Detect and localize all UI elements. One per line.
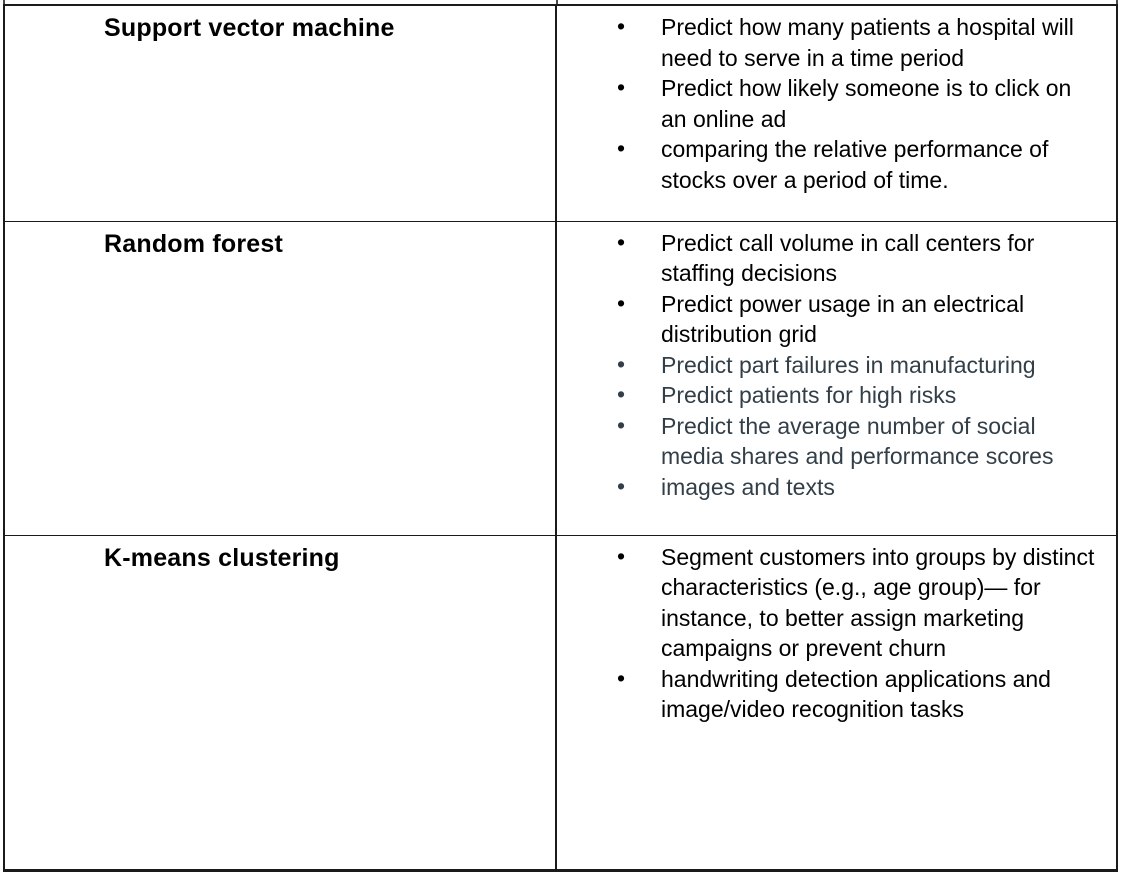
use-case-item: • images and texts <box>557 472 1116 503</box>
bullet-icon: • <box>616 13 626 39</box>
table-body: Support vector machine • Predict how man… <box>4 5 1117 870</box>
bullet-icon: • <box>616 228 626 255</box>
use-cases-cell: • Predict how many patients a hospital w… <box>554 5 1117 221</box>
table-row: Random forest • Predict call volume in c… <box>4 220 1117 535</box>
bullet-icon: • <box>616 411 626 438</box>
use-case-item: • Predict patients for high risks <box>557 380 1116 411</box>
use-case-text: Predict call volume in call centers for … <box>660 229 1035 287</box>
use-case-list: • Predict how many patients a hospital w… <box>557 12 1116 195</box>
use-case-item: • Predict power usage in an electrical d… <box>557 289 1116 350</box>
algorithm-cell: K-means clustering <box>4 534 556 870</box>
use-case-text: Predict how likely someone is to click o… <box>660 75 1072 132</box>
bullet-icon: • <box>616 350 626 377</box>
bullet-icon: • <box>616 135 626 161</box>
bullet-icon: • <box>616 289 626 316</box>
use-case-text: Predict power usage in an electrical dis… <box>660 290 1025 348</box>
use-case-text: Predict patients for high risks <box>660 382 957 408</box>
algorithm-name: Support vector machine <box>104 14 395 42</box>
algorithm-name: K-means clustering <box>104 543 340 572</box>
bullet-icon: • <box>616 74 626 100</box>
use-case-item: • Predict the average number of social m… <box>557 411 1116 472</box>
bullet-icon: • <box>616 381 626 407</box>
use-case-item: • comparing the relative performance of … <box>557 134 1116 195</box>
use-case-text: handwriting detection applications and i… <box>660 665 1051 723</box>
use-case-text: Predict how many patients a hospital wil… <box>660 14 1074 71</box>
use-case-list: • Predict call volume in call centers fo… <box>557 228 1116 503</box>
use-case-item: • Predict how many patients a hospital w… <box>557 12 1116 73</box>
use-case-text: Segment customers into groups by distinc… <box>660 543 1095 662</box>
use-case-item: • Predict part failures in manufacturing <box>557 350 1116 381</box>
use-case-list: • Segment customers into groups by disti… <box>557 542 1116 725</box>
algorithm-name: Random forest <box>104 229 284 258</box>
top-border-stub-right <box>1116 0 1118 5</box>
top-border-stub-middle <box>556 0 558 5</box>
algorithm-cell: Random forest <box>4 220 556 535</box>
use-cases-cell: • Predict call volume in call centers fo… <box>554 220 1117 535</box>
table-row: Support vector machine • Predict how man… <box>4 5 1117 221</box>
use-case-item: • Predict call volume in call centers fo… <box>557 228 1116 289</box>
ml-algorithms-table: Support vector machine • Predict how man… <box>3 4 1118 872</box>
bullet-icon: • <box>616 664 626 691</box>
use-case-text: Predict the average number of social med… <box>660 412 1054 470</box>
use-cases-cell: • Segment customers into groups by disti… <box>554 534 1117 870</box>
use-case-item: • Segment customers into groups by disti… <box>557 542 1116 664</box>
use-case-text: comparing the relative performance of st… <box>660 136 1049 193</box>
use-case-item: • handwriting detection applications and… <box>557 664 1116 725</box>
algorithm-cell: Support vector machine <box>4 5 556 221</box>
bullet-icon: • <box>616 542 626 569</box>
top-border-stub-left <box>3 0 5 5</box>
bullet-icon: • <box>616 472 626 499</box>
use-case-text: images and texts <box>660 473 835 500</box>
table-row: K-means clustering • Segment customers i… <box>4 534 1117 870</box>
use-case-item: • Predict how likely someone is to click… <box>557 73 1116 134</box>
use-case-text: Predict part failures in manufacturing <box>660 351 1036 378</box>
